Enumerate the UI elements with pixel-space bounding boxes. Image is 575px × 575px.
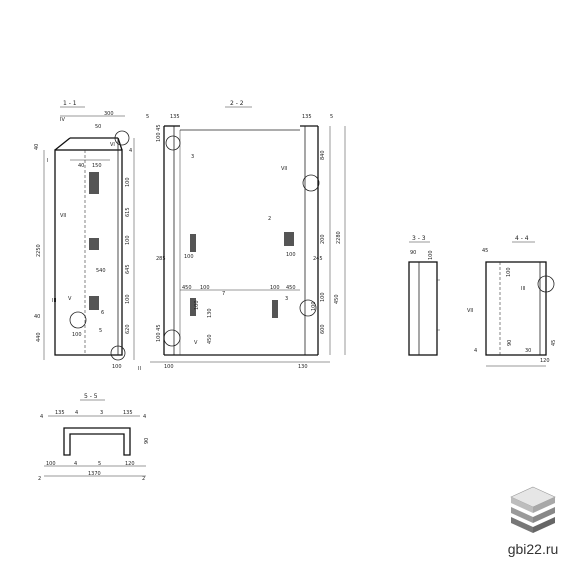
dim-100-left: 100 [112, 364, 122, 370]
site-name: gbi22.ru [507, 541, 559, 557]
dim-135-right: 135 [302, 114, 312, 120]
label-6: 6 [101, 310, 104, 316]
label-5: 5 [99, 328, 102, 334]
marker-iii: III [52, 298, 56, 304]
section-4-4: 4 - 4 45 100 III VII 4 90 30 120 45 [467, 235, 557, 367]
dim-100-33: 100 [428, 250, 434, 260]
dim-450-c: 450 [207, 334, 213, 344]
dim-2280: 2280 [336, 231, 342, 244]
dim-450-r: 450 [334, 294, 340, 304]
section-4-4-title: 4 - 4 [515, 235, 529, 242]
dim-615: 615 [125, 207, 131, 217]
dim-1370: 1370 [88, 471, 101, 477]
dim-540: 540 [96, 268, 106, 274]
marker-ii: II [138, 366, 141, 372]
dim-100-r: 100 [320, 292, 326, 302]
label-5-top-left: 5 [146, 114, 149, 120]
label-4-c: 4 [143, 414, 146, 420]
marker-vi: VI [110, 142, 115, 148]
dim-2250: 2250 [36, 244, 42, 257]
section-3-3: 3 - 3 90 100 [408, 235, 440, 356]
marker-iii-d: III [521, 286, 525, 292]
dim-100-45: 100 45 [156, 125, 162, 143]
dim-30: 30 [525, 348, 531, 354]
dim-135-c: 135 [55, 410, 65, 416]
dim-45-b: 45 [551, 340, 557, 346]
label-3-top: 3 [191, 154, 194, 160]
dim-450-a: 450 [182, 285, 192, 291]
dim-45: 45 [482, 248, 488, 254]
label-4-d: 4 [474, 348, 477, 354]
marker-v-2: V [194, 340, 198, 346]
dim-90-b: 90 [507, 340, 513, 346]
dim-645: 645 [125, 264, 131, 274]
marker-vii-3: VII [467, 308, 473, 314]
label-5-top-right: 5 [330, 114, 333, 120]
dim-600: 600 [320, 324, 326, 334]
label-4-e: 4 [40, 414, 43, 420]
dim-130-b: 130 [298, 364, 308, 370]
dim-135-left: 135 [170, 114, 180, 120]
dim-285: 285 [156, 256, 166, 262]
marker-v: V [68, 296, 72, 302]
dim-100-45-b: 100 45 [156, 325, 162, 343]
dim-100c: 100 [125, 294, 131, 304]
dim-120-55: 120 [125, 461, 135, 467]
dim-440: 440 [36, 332, 42, 342]
watermark: gbi22.ru [501, 481, 565, 557]
dim-40b: 40 [78, 163, 84, 169]
label-3-c: 3 [100, 410, 103, 416]
marker-i: I [47, 158, 48, 164]
label-7: 7 [222, 291, 225, 297]
label-4-55: 4 [74, 461, 77, 467]
dim-90: 90 [410, 250, 416, 256]
dim-620: 620 [125, 324, 131, 334]
dim-100-f: 100 [270, 285, 280, 291]
section-5-5: 5 - 5 4 135 4 3 135 4 90 100 4 5 120 137… [38, 393, 150, 482]
section-2-2-title: 2 - 2 [230, 100, 244, 107]
dim-450-b: 450 [286, 285, 296, 291]
dim-130: 130 [207, 308, 213, 318]
section-1-1: 1 - 1 300 50 IV VI I 40 40 150 100 615 1… [34, 100, 141, 372]
label-4-b: 4 [75, 410, 78, 416]
dim-840: 840 [320, 150, 326, 160]
dim-135-d: 135 [123, 410, 133, 416]
dim-100-bl: 100 [164, 364, 174, 370]
logo-icon [510, 486, 556, 533]
label-5-55: 5 [98, 461, 101, 467]
marker-iv: IV [60, 117, 65, 123]
dim-245: 245 [313, 256, 323, 262]
dim-50: 50 [95, 124, 101, 130]
dim-100-44a: 100 [506, 267, 512, 277]
section-2-2: 2 - 2 5 5 135 135 100 45 3 2 VII 7 3 V [146, 100, 346, 370]
section-1-1-title: 1 - 1 [63, 100, 77, 107]
dim-100-bottom: 100 [72, 332, 82, 338]
section-5-5-title: 5 - 5 [84, 393, 98, 400]
dim-100-g: 100 [194, 300, 200, 310]
dim-100-e: 100 [200, 285, 210, 291]
dim-100b: 100 [125, 235, 131, 245]
dim-300: 300 [104, 111, 114, 117]
dim-120-44: 120 [540, 358, 550, 364]
dim-40: 40 [34, 144, 40, 150]
dim-200: 200 [320, 234, 326, 244]
dim-150: 150 [92, 163, 102, 169]
marker-vii-2: VII [281, 166, 287, 172]
marker-vii: VII [60, 213, 66, 219]
dim-100-c: 100 [184, 254, 194, 260]
label-4: 4 [129, 148, 132, 154]
dim-100-d: 100 [286, 252, 296, 258]
dim-100-i: 100 [311, 301, 317, 311]
label-2: 2 [268, 216, 271, 222]
section-3-3-title: 3 - 3 [412, 235, 426, 242]
label-2-b: 2 [38, 476, 41, 482]
dim-120: 100 [125, 177, 131, 187]
dim-100-55a: 100 [46, 461, 56, 467]
dim-40c: 40 [34, 314, 40, 320]
label-2-c: 2 [142, 476, 145, 482]
label-3b: 3 [285, 296, 288, 302]
dim-90-55: 90 [144, 438, 150, 444]
